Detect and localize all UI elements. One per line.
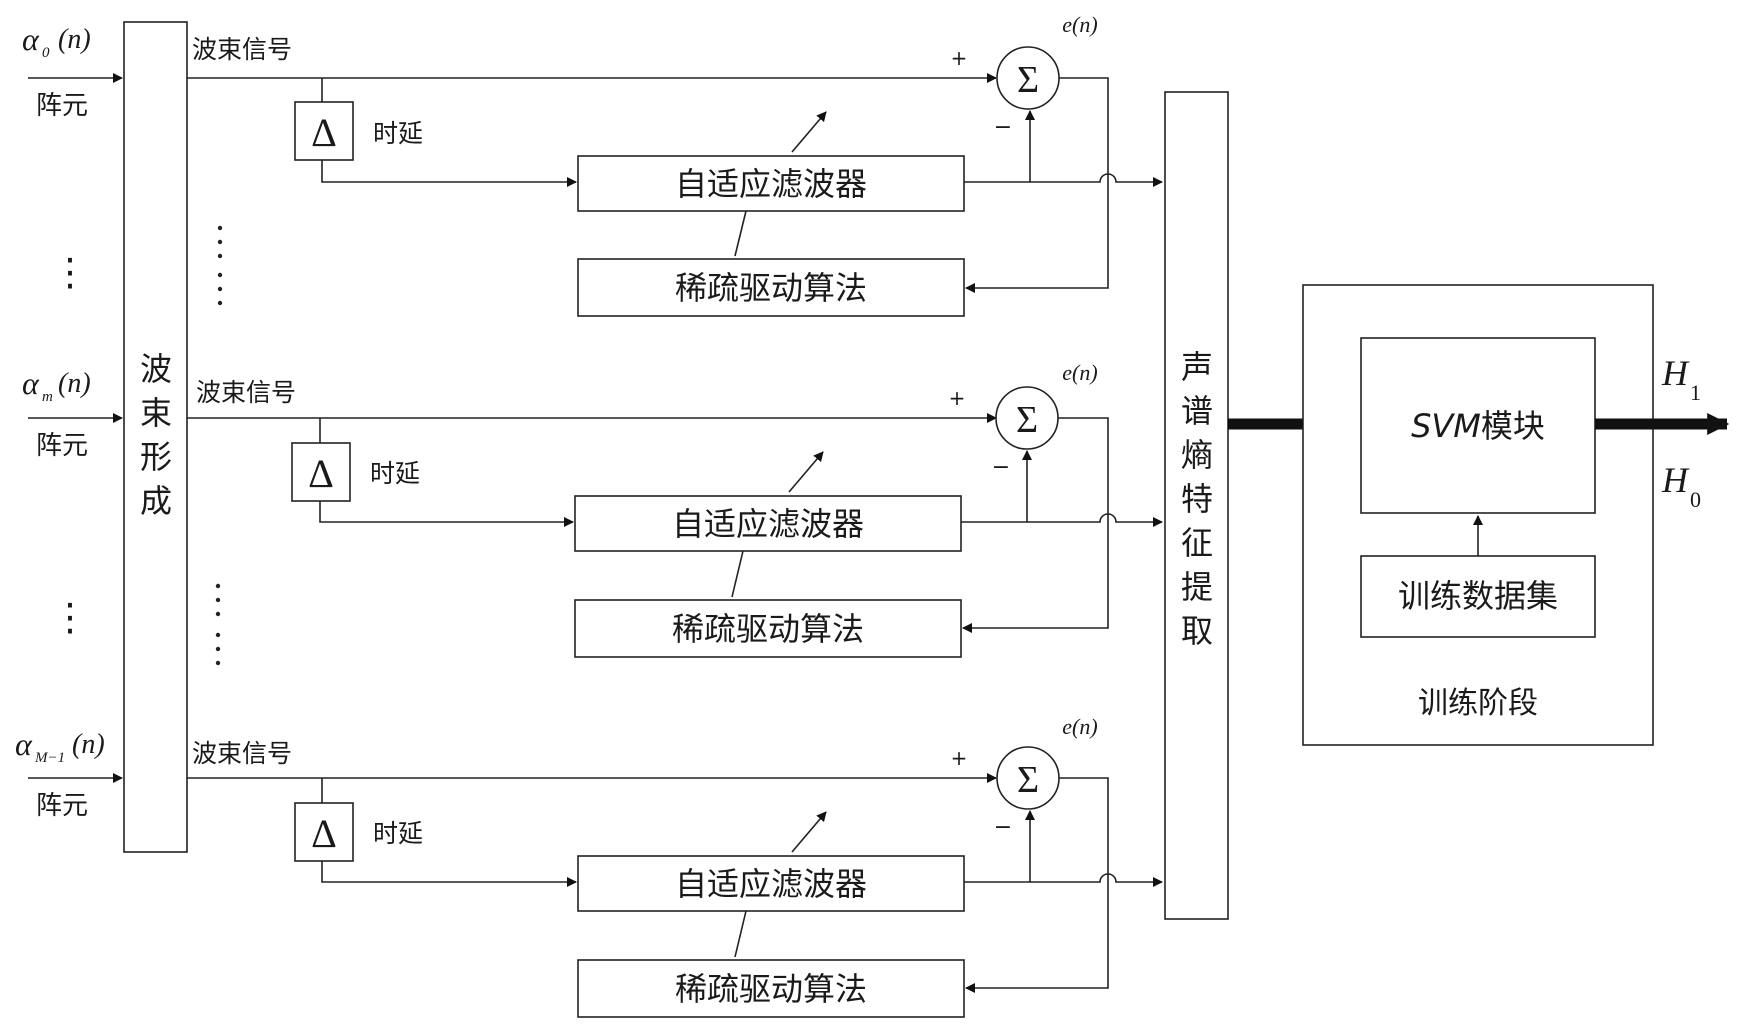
sparse-algorithm-block xyxy=(574,599,962,658)
delta-symbol: Δ xyxy=(308,451,334,496)
input-array-element-M-1: α M−1 (n) 阵元 xyxy=(15,726,123,821)
input-alpha-argument: (n) xyxy=(58,368,91,399)
beamforming-char-3: 形 xyxy=(140,438,172,476)
delay-label: 时延 xyxy=(370,459,420,488)
filter-branch-1: 波束信号 Δ 时延 自适应滤波器 稀疏驱动算法 Σ + − e(n) xyxy=(187,12,1163,317)
beamforming-char-1: 波 xyxy=(140,350,172,388)
beam-signal-label: 波束信号 xyxy=(196,378,296,407)
hypothesis-h1: H 1 xyxy=(1661,353,1701,405)
delay-block xyxy=(291,442,351,502)
sparse-algorithm-label: 稀疏驱动算法 xyxy=(675,269,867,307)
array-element-label: 阵元 xyxy=(36,791,88,821)
input-alpha-argument: (n) xyxy=(72,729,105,760)
input-ellipsis-1: ⋮ xyxy=(51,250,89,294)
array-element-label: 阵元 xyxy=(36,91,88,121)
delay-block xyxy=(294,101,354,161)
array-element-label: 阵元 xyxy=(36,431,88,461)
training-dataset-block xyxy=(1360,555,1596,638)
adaptive-filter-label: 自适应滤波器 xyxy=(675,165,867,203)
feature-char-7: 取 xyxy=(1181,612,1213,650)
delta-symbol: Δ xyxy=(311,110,337,155)
delta-symbol: Δ xyxy=(311,811,337,856)
hypothesis-h0: H 0 xyxy=(1661,460,1701,512)
input-alpha-symbol: α xyxy=(22,365,40,401)
input-ellipsis-2: ⋮ xyxy=(51,595,89,639)
feature-char-1: 声 xyxy=(1181,348,1213,386)
beam-signal-label: 波束信号 xyxy=(192,35,292,64)
feature-char-4: 特 xyxy=(1181,480,1213,518)
input-alpha-subscript: M−1 xyxy=(34,750,65,766)
adaptive-filter-label: 自适应滤波器 xyxy=(675,865,867,903)
sparse-algorithm-block xyxy=(577,959,965,1018)
beam-signal-label: 波束信号 xyxy=(192,739,292,768)
feature-char-5: 征 xyxy=(1181,524,1213,562)
input-alpha-symbol: α xyxy=(15,726,33,762)
adaptive-filter-block xyxy=(574,495,962,552)
error-signal-label: e(n) xyxy=(1062,360,1097,385)
h1-subscript: 1 xyxy=(1690,380,1701,405)
delay-label: 时延 xyxy=(373,819,423,848)
minus-sign: − xyxy=(992,455,1010,480)
feature-char-6: 提 xyxy=(1181,568,1213,606)
h1-letter: H xyxy=(1661,353,1690,393)
training-stage-block: SVM模块 训练数据集 训练阶段 xyxy=(1302,284,1654,746)
branch-ellipsis-upper xyxy=(217,225,223,306)
plus-sign: + xyxy=(949,386,966,410)
h0-letter: H xyxy=(1661,460,1690,500)
sparse-algorithm-label: 稀疏驱动算法 xyxy=(675,970,867,1008)
plus-sign: + xyxy=(951,746,968,770)
sigma-symbol: Σ xyxy=(1017,59,1039,101)
feature-extraction-block: 声 谱 熵 特 征 提 取 xyxy=(1164,91,1229,920)
filter-branch-2: 波束信号 Δ 时延 自适应滤波器 稀疏驱动算法 Σ + − e(n) xyxy=(187,360,1163,658)
adaptation-arrow xyxy=(788,451,824,493)
error-signal-label: e(n) xyxy=(1062,12,1097,37)
delay-block xyxy=(294,802,354,862)
error-signal-label: e(n) xyxy=(1062,714,1097,739)
h0-subscript: 0 xyxy=(1690,487,1701,512)
beamforming-char-2: 束 xyxy=(140,394,172,432)
feature-char-2: 谱 xyxy=(1181,392,1213,430)
adaptation-arrow xyxy=(791,811,827,853)
input-alpha-subscript: 0 xyxy=(42,45,50,61)
svm-module-label: SVM模块 xyxy=(1411,407,1545,445)
input-array-element-0: α 0 (n) 阵元 xyxy=(22,21,123,121)
input-alpha-argument: (n) xyxy=(58,24,91,55)
delay-label: 时延 xyxy=(373,119,423,148)
filter-branch-3: 波束信号 Δ 时延 自适应滤波器 稀疏驱动算法 Σ + − e(n) xyxy=(187,714,1163,1018)
adaptive-filter-label: 自适应滤波器 xyxy=(672,505,864,543)
training-dataset-label: 训练数据集 xyxy=(1398,577,1558,615)
training-stage-label: 训练阶段 xyxy=(1418,686,1538,721)
beamforming-char-4: 成 xyxy=(140,482,172,520)
adaptive-filter-block xyxy=(577,155,965,212)
beamforming-block: 波 束 形 成 xyxy=(123,21,188,853)
sparse-algorithm-block xyxy=(577,258,965,317)
adaptation-arrow xyxy=(791,111,827,153)
sigma-symbol: Σ xyxy=(1016,399,1038,441)
sparse-algorithm-label: 稀疏驱动算法 xyxy=(672,610,864,648)
input-alpha-subscript: m xyxy=(42,389,53,405)
minus-sign: − xyxy=(994,115,1012,140)
adaptive-filter-block xyxy=(577,855,965,912)
feature-char-3: 熵 xyxy=(1181,436,1213,474)
plus-sign: + xyxy=(951,46,968,70)
branch-ellipsis-lower xyxy=(215,583,221,666)
input-alpha-symbol: α xyxy=(22,21,40,57)
minus-sign: − xyxy=(994,815,1012,840)
sigma-symbol: Σ xyxy=(1017,759,1039,801)
input-array-element-m: α m (n) 阵元 xyxy=(22,365,123,461)
